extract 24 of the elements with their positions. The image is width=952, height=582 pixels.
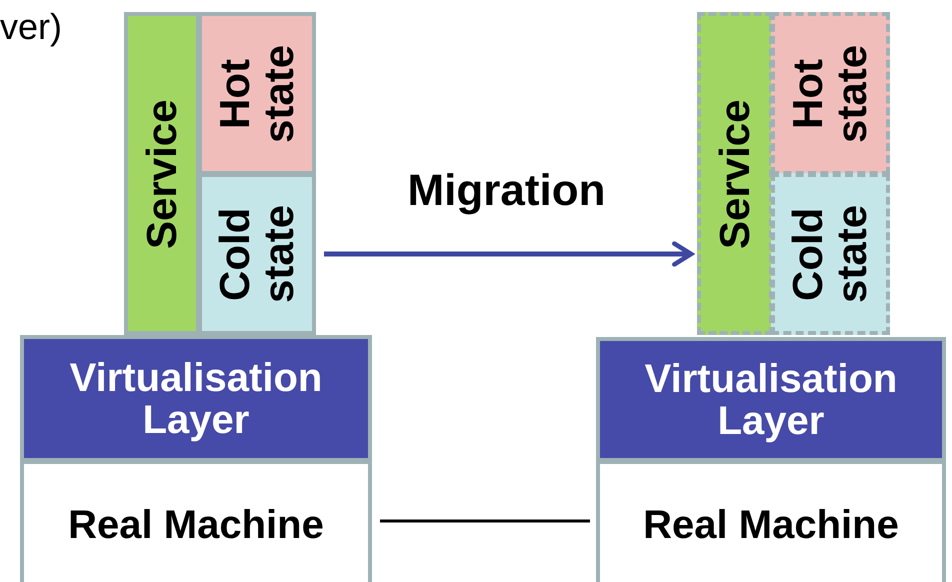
node-label: Hot state: [212, 43, 302, 145]
service-box: [697, 12, 773, 335]
node-label: Service: [140, 98, 184, 248]
real-machine-box: [20, 460, 372, 582]
hot-state-box: [198, 12, 316, 175]
node-label: Cold state: [786, 204, 875, 306]
node-label: Virtualisation Layer: [68, 356, 324, 440]
edge-label: Migration: [408, 166, 606, 216]
node-label: Virtualisation Layer: [644, 358, 898, 442]
node-label: Real Machine: [643, 504, 899, 546]
node-label: Hot state: [786, 43, 875, 145]
hot-state-box: [771, 12, 890, 175]
connector-line: [380, 520, 590, 522]
service-box: [124, 12, 200, 335]
arrow: [324, 241, 694, 267]
virtualisation-layer-box: [20, 335, 372, 462]
cold-state-box: [198, 173, 316, 335]
cold-state-box: [771, 173, 890, 335]
real-machine-box: [596, 460, 946, 582]
note-text: ver): [0, 6, 62, 48]
virtualisation-layer-box: [596, 337, 946, 462]
node-label: Real Machine: [68, 504, 324, 546]
node-label: Service: [712, 98, 758, 248]
node-label: Cold state: [212, 204, 302, 306]
